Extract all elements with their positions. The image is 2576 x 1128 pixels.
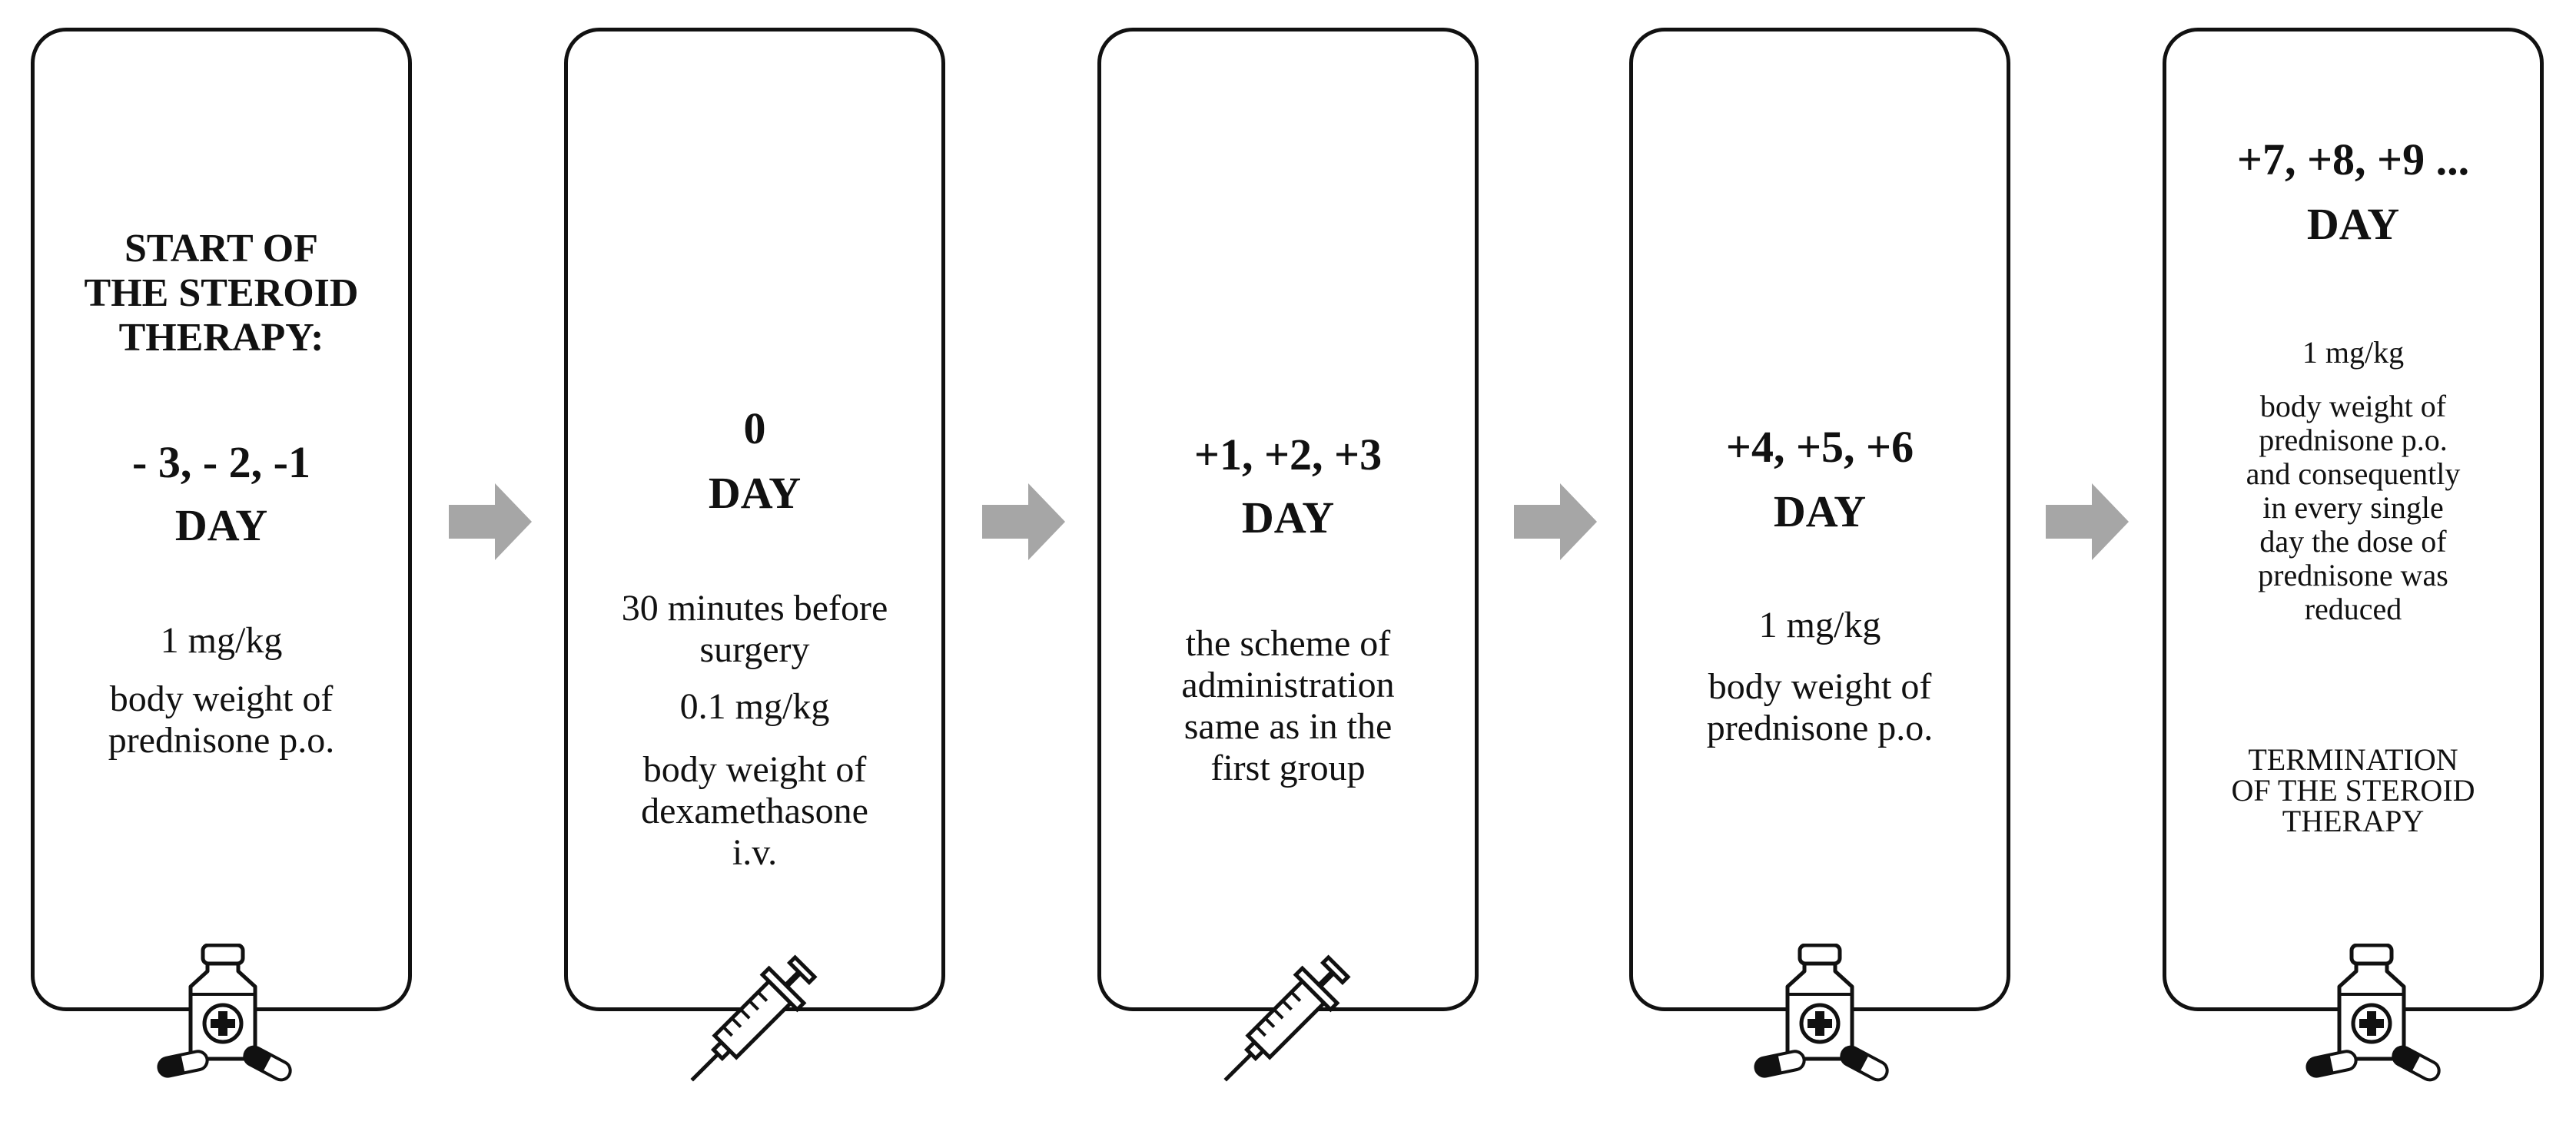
step-card-1: START OF THE STEROID THERAPY: - 3, - 2, … bbox=[31, 28, 412, 1011]
step-heading: START OF THE STEROID THERAPY: bbox=[84, 227, 359, 360]
step-description: the scheme of administration same as in … bbox=[1181, 623, 1395, 788]
step-day-label: DAY bbox=[1773, 486, 1867, 536]
right-arrow-icon bbox=[1514, 483, 1597, 560]
step-day-label: DAY bbox=[708, 468, 802, 518]
syringe-icon bbox=[675, 944, 828, 1097]
right-arrow-icon bbox=[982, 483, 1065, 560]
step-day-numbers: 0 bbox=[743, 403, 766, 453]
step-day-numbers: +1, +2, +3 bbox=[1193, 430, 1383, 479]
step-day-numbers: - 3, - 2, -1 bbox=[132, 437, 310, 487]
step-card-5: +7, +8, +9 ... DAY 1 mg/kg body weight o… bbox=[2163, 28, 2544, 1011]
step-day-label: DAY bbox=[174, 500, 268, 550]
step-footer: TERMINATION OF THE STEROID THERAPY bbox=[2231, 742, 2475, 838]
step-description: body weight of dexamethasone i.v. bbox=[641, 749, 868, 873]
medicine-bottle-icon bbox=[154, 944, 292, 1082]
step-card-3: +1, +2, +3 DAY the scheme of administrat… bbox=[1097, 28, 1479, 1011]
step-description: body weight of prednisone p.o. and conse… bbox=[2246, 389, 2461, 626]
step-day-label: DAY bbox=[2306, 199, 2400, 249]
step-dose: 1 mg/kg bbox=[2302, 335, 2405, 370]
step-day-numbers: +7, +8, +9 ... bbox=[2236, 134, 2470, 184]
step-description: body weight of prednisone p.o. bbox=[1706, 666, 1934, 748]
step-card-4: +4, +5, +6 DAY 1 mg/kg body weight of pr… bbox=[1629, 28, 2010, 1011]
right-arrow-icon bbox=[2046, 483, 2129, 560]
step-dose: 0.1 mg/kg bbox=[679, 686, 830, 727]
syringe-icon bbox=[1208, 944, 1362, 1097]
medicine-bottle-icon bbox=[2302, 944, 2441, 1082]
step-day-label: DAY bbox=[1241, 493, 1335, 542]
step-dose: 1 mg/kg bbox=[160, 620, 283, 661]
step-card-2: 0 DAY 30 minutes before surgery 0.1 mg/k… bbox=[564, 28, 945, 1011]
step-description: body weight of prednisone p.o. bbox=[108, 678, 335, 761]
step-dose: 1 mg/kg bbox=[1758, 605, 1881, 645]
step-timing: 30 minutes before surgery bbox=[621, 588, 888, 670]
step-day-numbers: +4, +5, +6 bbox=[1725, 422, 1914, 472]
medicine-bottle-icon bbox=[1751, 944, 1889, 1082]
right-arrow-icon bbox=[449, 483, 532, 560]
